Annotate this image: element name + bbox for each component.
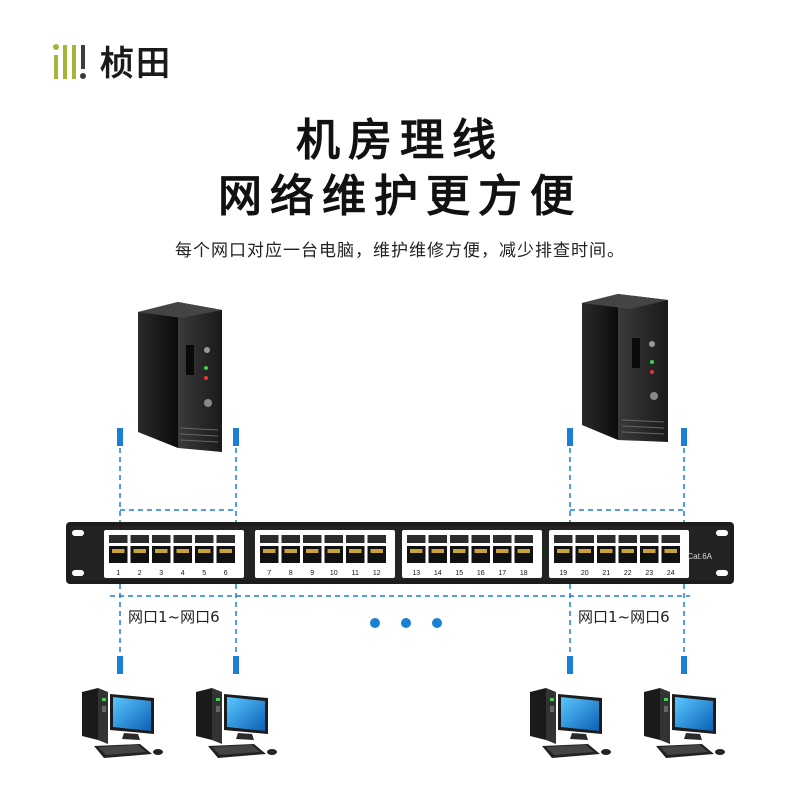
port-number: 19: [559, 570, 567, 577]
rj45-port-icon: [407, 535, 426, 563]
server-tower-right-icon: [582, 294, 668, 442]
rj45-port-icon: [428, 535, 447, 563]
port-number: 3: [159, 570, 163, 577]
port-number: 10: [330, 570, 338, 577]
port-number: 4: [181, 570, 185, 577]
rj45-port-icon: [109, 535, 128, 563]
desktop-computer-icon: [196, 688, 277, 758]
brand-logo: 桢田: [52, 36, 172, 85]
headline-line-1: 机房理线: [296, 115, 504, 166]
lower-connector-markers: [117, 656, 687, 674]
port-number: 6: [224, 570, 228, 577]
port-number: 24: [667, 570, 675, 577]
rj45-port-icon: [216, 535, 235, 563]
port-number: 9: [310, 570, 314, 577]
port-number: 15: [455, 570, 463, 577]
port-number: 12: [373, 570, 381, 577]
rj45-port-icon: [130, 535, 149, 563]
port-number: 2: [138, 570, 142, 577]
ellipsis-dot: [401, 618, 411, 628]
port-number: 18: [520, 570, 528, 577]
rj45-port-icon: [367, 535, 386, 563]
rj45-port-icon: [554, 535, 573, 563]
rj45-port-icon: [260, 535, 279, 563]
rj45-port-icon: [661, 535, 680, 563]
rj45-port-icon: [152, 535, 171, 563]
server-tower-left-icon: [138, 302, 222, 452]
upper-connector-lines: [119, 448, 685, 522]
port-number: 14: [434, 570, 442, 577]
port-number: 16: [477, 570, 485, 577]
desktop-computer-icon: [82, 688, 163, 758]
brand-name: 桢田: [100, 44, 172, 84]
ellipsis-dot: [370, 618, 380, 628]
desktop-computer-icon: [644, 688, 725, 758]
port-number: 8: [289, 570, 293, 577]
port-range-label-right: 网口1~网口6: [576, 606, 672, 627]
port-number: 1: [116, 570, 120, 577]
rj45-port-icon: [575, 535, 594, 563]
port-number: 22: [624, 570, 632, 577]
rj45-port-icon: [640, 535, 659, 563]
desktop-computer-icon: [530, 688, 611, 758]
logo-mark-icon: [53, 43, 86, 79]
rj45-port-icon: [281, 535, 300, 563]
rj45-port-icon: [471, 535, 490, 563]
lower-connector-lines: [110, 584, 690, 664]
port-number: 20: [581, 570, 589, 577]
rj45-port-icon: [514, 535, 533, 563]
port-number: 13: [412, 570, 420, 577]
rj45-port-icon: [346, 535, 365, 563]
port-number: 17: [498, 570, 506, 577]
rj45-port-icon: [195, 535, 214, 563]
port-number: 7: [267, 570, 271, 577]
rj45-port-icon: [597, 535, 616, 563]
rj45-port-icon: [173, 535, 192, 563]
port-number: 5: [202, 570, 206, 577]
rj45-port-icon: [324, 535, 343, 563]
panel-model-label: Cat.6A: [688, 552, 713, 561]
upper-connector-markers: [117, 428, 687, 446]
rj45-port-icon: [493, 535, 512, 563]
rj45-port-icon: [450, 535, 469, 563]
port-range-label-left: 网口1~网口6: [126, 606, 222, 627]
ellipsis-dots: [370, 618, 442, 628]
ellipsis-dot: [432, 618, 442, 628]
subtitle: 每个网口对应一台电脑，维护维修方便，减少排查时间。: [175, 241, 625, 261]
port-number: 23: [645, 570, 653, 577]
port-number: 11: [352, 570, 359, 577]
rj45-port-icon: [303, 535, 322, 563]
headline-line-2: 网络维护更方便: [218, 171, 582, 222]
rj45-port-icon: [618, 535, 637, 563]
port-number: 21: [602, 570, 610, 577]
